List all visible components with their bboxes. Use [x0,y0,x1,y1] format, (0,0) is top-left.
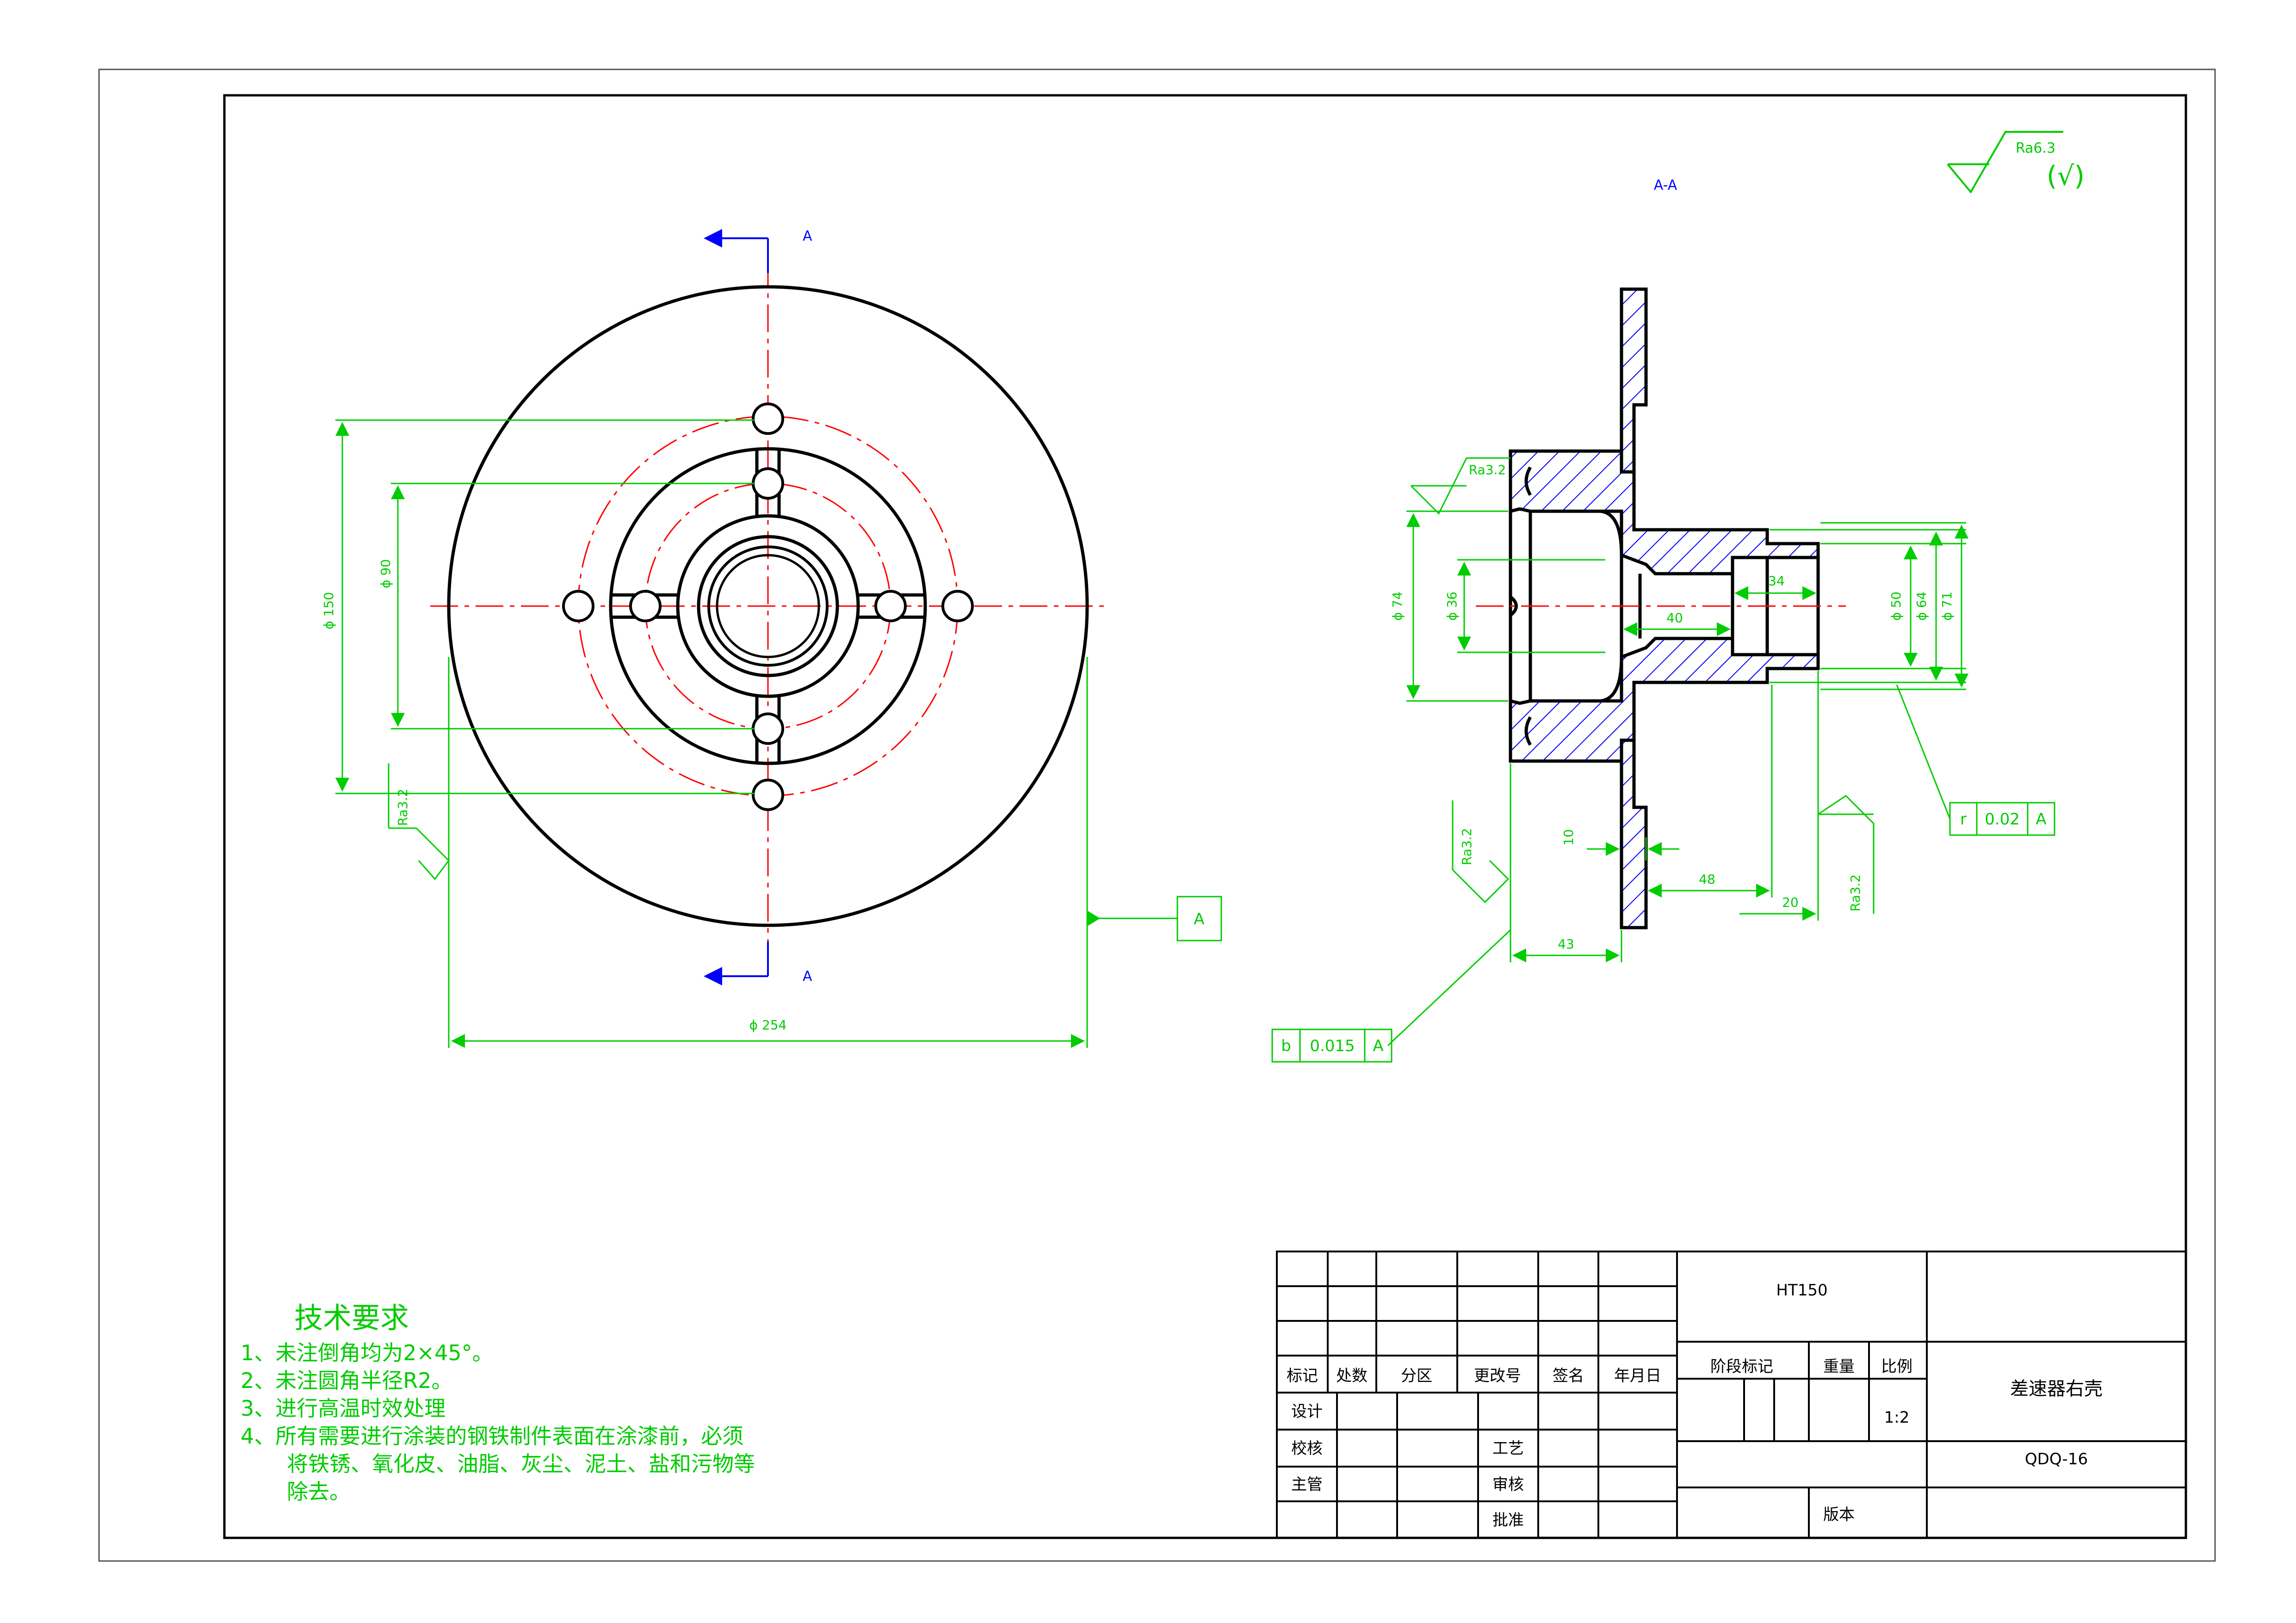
hub-outer-circle [609,447,927,765]
bolt-hole-bottom-outer [752,779,784,811]
role-supervisor: 主管 [1291,1475,1323,1494]
tech-requirement-4: 4、所有需要进行涂装的钢铁制件表面在涂漆前，必须 [241,1424,743,1449]
bolt-hole-left-inner [629,590,662,622]
dim-phi71-label: ϕ 71 [1939,592,1955,621]
dim-43-label: 43 [1558,936,1574,952]
tech-requirement-3: 3、进行高温时效处理 [241,1396,446,1421]
hub-inner-circle [676,514,860,698]
dim-phi74-label: ϕ 74 [1390,592,1405,621]
surface-finish-section-left-label: Ra3.2 [1459,828,1474,866]
dim-20-label: 20 [1782,895,1799,910]
dim-phi64-label: ϕ 64 [1914,592,1929,621]
bolt-hole-top-inner [752,467,784,500]
dim-phi90-label: ϕ 90 [378,559,393,588]
bolt-hole-top-outer [752,403,784,435]
role-process: 工艺 [1492,1439,1524,1458]
inner-frame [223,94,2187,1539]
dim-phi254-label: ϕ 254 [749,1017,787,1033]
tolerance-face-value: 0.015 [1310,1037,1355,1055]
part-name-text: 差速器右壳 [2010,1378,2103,1400]
dim-right-diameters [1770,522,1968,690]
tech-requirement-6: 除去。 [287,1479,351,1504]
front-view: A A ϕ 150 ϕ 90 ϕ 254 A [321,228,1222,1048]
role-check: 校核 [1291,1439,1323,1458]
dim-bottom [1510,671,1819,962]
surface-finish-section-left [1452,800,1510,904]
bore-circle-3 [716,554,820,658]
scale-label: 比例 [1881,1357,1912,1376]
section-label-bottom: A [803,968,812,985]
section-title: A-A [1654,177,1677,193]
bolt-holes [562,403,974,811]
surface-finish-section-top [1410,457,1510,515]
bolt-hole-right-inner [874,590,907,622]
general-surface-finish [1947,131,2063,194]
surface-finish-section-right [1818,795,1875,914]
dim-phi50-label: ϕ 50 [1888,592,1904,621]
bore-circle-2 [707,545,829,667]
tolerance-face-datum: A [1373,1037,1383,1055]
dim-40-label: 40 [1666,610,1683,626]
section-arrow-top [704,229,769,273]
tech-requirement-2: 2、未注圆角半径R2。 [241,1368,453,1393]
dim-10-label: 10 [1561,829,1576,846]
tolerance-frame-face [1271,929,1511,1063]
title-block-text: HT150 差速器右壳 QDQ-16 1:2 阶段标记 重量 比例 版本 标记 … [1287,1281,2103,1530]
dim-phi150-label: ϕ 150 [321,592,336,630]
header-zone: 分区 [1401,1367,1432,1385]
tech-requirements: 技术要求 1、未注倒角均为2×45°。 2、未注圆角半径R2。 3、进行高温时效… [241,1301,755,1504]
surface-finish-section-top-label: Ra3.2 [1469,462,1506,477]
material-text: HT150 [1776,1281,1827,1300]
surface-finish-left-label: Ra3.2 [395,789,410,826]
bolt-hole-left-outer [562,590,594,622]
dim-phi254 [448,657,1088,1048]
tolerance-bore-value: 0.02 [1985,810,2020,829]
bolt-hole-bottom-inner [752,712,784,745]
drawing-number-text: QDQ-16 [2025,1450,2088,1468]
outer-frame [98,68,2216,1562]
dim-phi36 [1457,559,1605,653]
dim-phi150 [335,419,754,794]
dim-phi74 [1406,510,1508,702]
bolt-hole-right-outer [941,590,974,622]
dim-34-label: 34 [1768,573,1785,588]
tolerance-frame-bore [1896,684,2055,836]
outer-flange-circle [447,285,1089,927]
header-mark: 标记 [1287,1367,1318,1385]
header-change-no: 更改号 [1474,1367,1521,1385]
dim-48-label: 48 [1699,872,1715,887]
role-design: 设计 [1291,1402,1323,1421]
role-approve: 批准 [1492,1511,1524,1530]
surface-finish-left [388,763,450,880]
header-date: 年月日 [1614,1367,1661,1385]
header-count: 处数 [1336,1367,1368,1385]
role-review: 审核 [1492,1475,1524,1494]
general-surface-finish-label: Ra6.3 [2016,140,2055,156]
section-label-top: A [803,228,812,244]
section-view: A-A [1271,177,2055,1063]
stage-label: 阶段标记 [1710,1357,1773,1376]
dim-phi90 [391,483,754,730]
datum-a-marker [1087,896,1222,942]
weight-label: 重量 [1823,1357,1855,1376]
surface-finish-section-right-label: Ra3.2 [1848,874,1863,912]
tolerance-bore-datum: A [2036,810,2046,829]
section-arrow-bottom [704,942,769,985]
bore-circle-1 [697,535,839,677]
tech-requirement-1: 1、未注倒角均为2×45°。 [241,1340,494,1365]
tech-requirements-title: 技术要求 [294,1301,409,1335]
general-surface-finish-bracket: (√) [2047,160,2085,192]
version-label: 版本 [1823,1505,1855,1524]
datum-a-label: A [1194,910,1204,929]
tech-requirement-5: 将铁锈、氧化皮、油脂、灰尘、泥土、盐和污物等 [287,1451,755,1476]
tolerance-bore-symbol: r [1960,810,1967,829]
tolerance-face-symbol: b [1281,1037,1291,1055]
header-signature: 签名 [1553,1367,1584,1385]
scale-value-text: 1:2 [1884,1408,1910,1427]
dim-phi36-label: ϕ 36 [1444,592,1460,621]
title-block [1276,1251,2187,1539]
